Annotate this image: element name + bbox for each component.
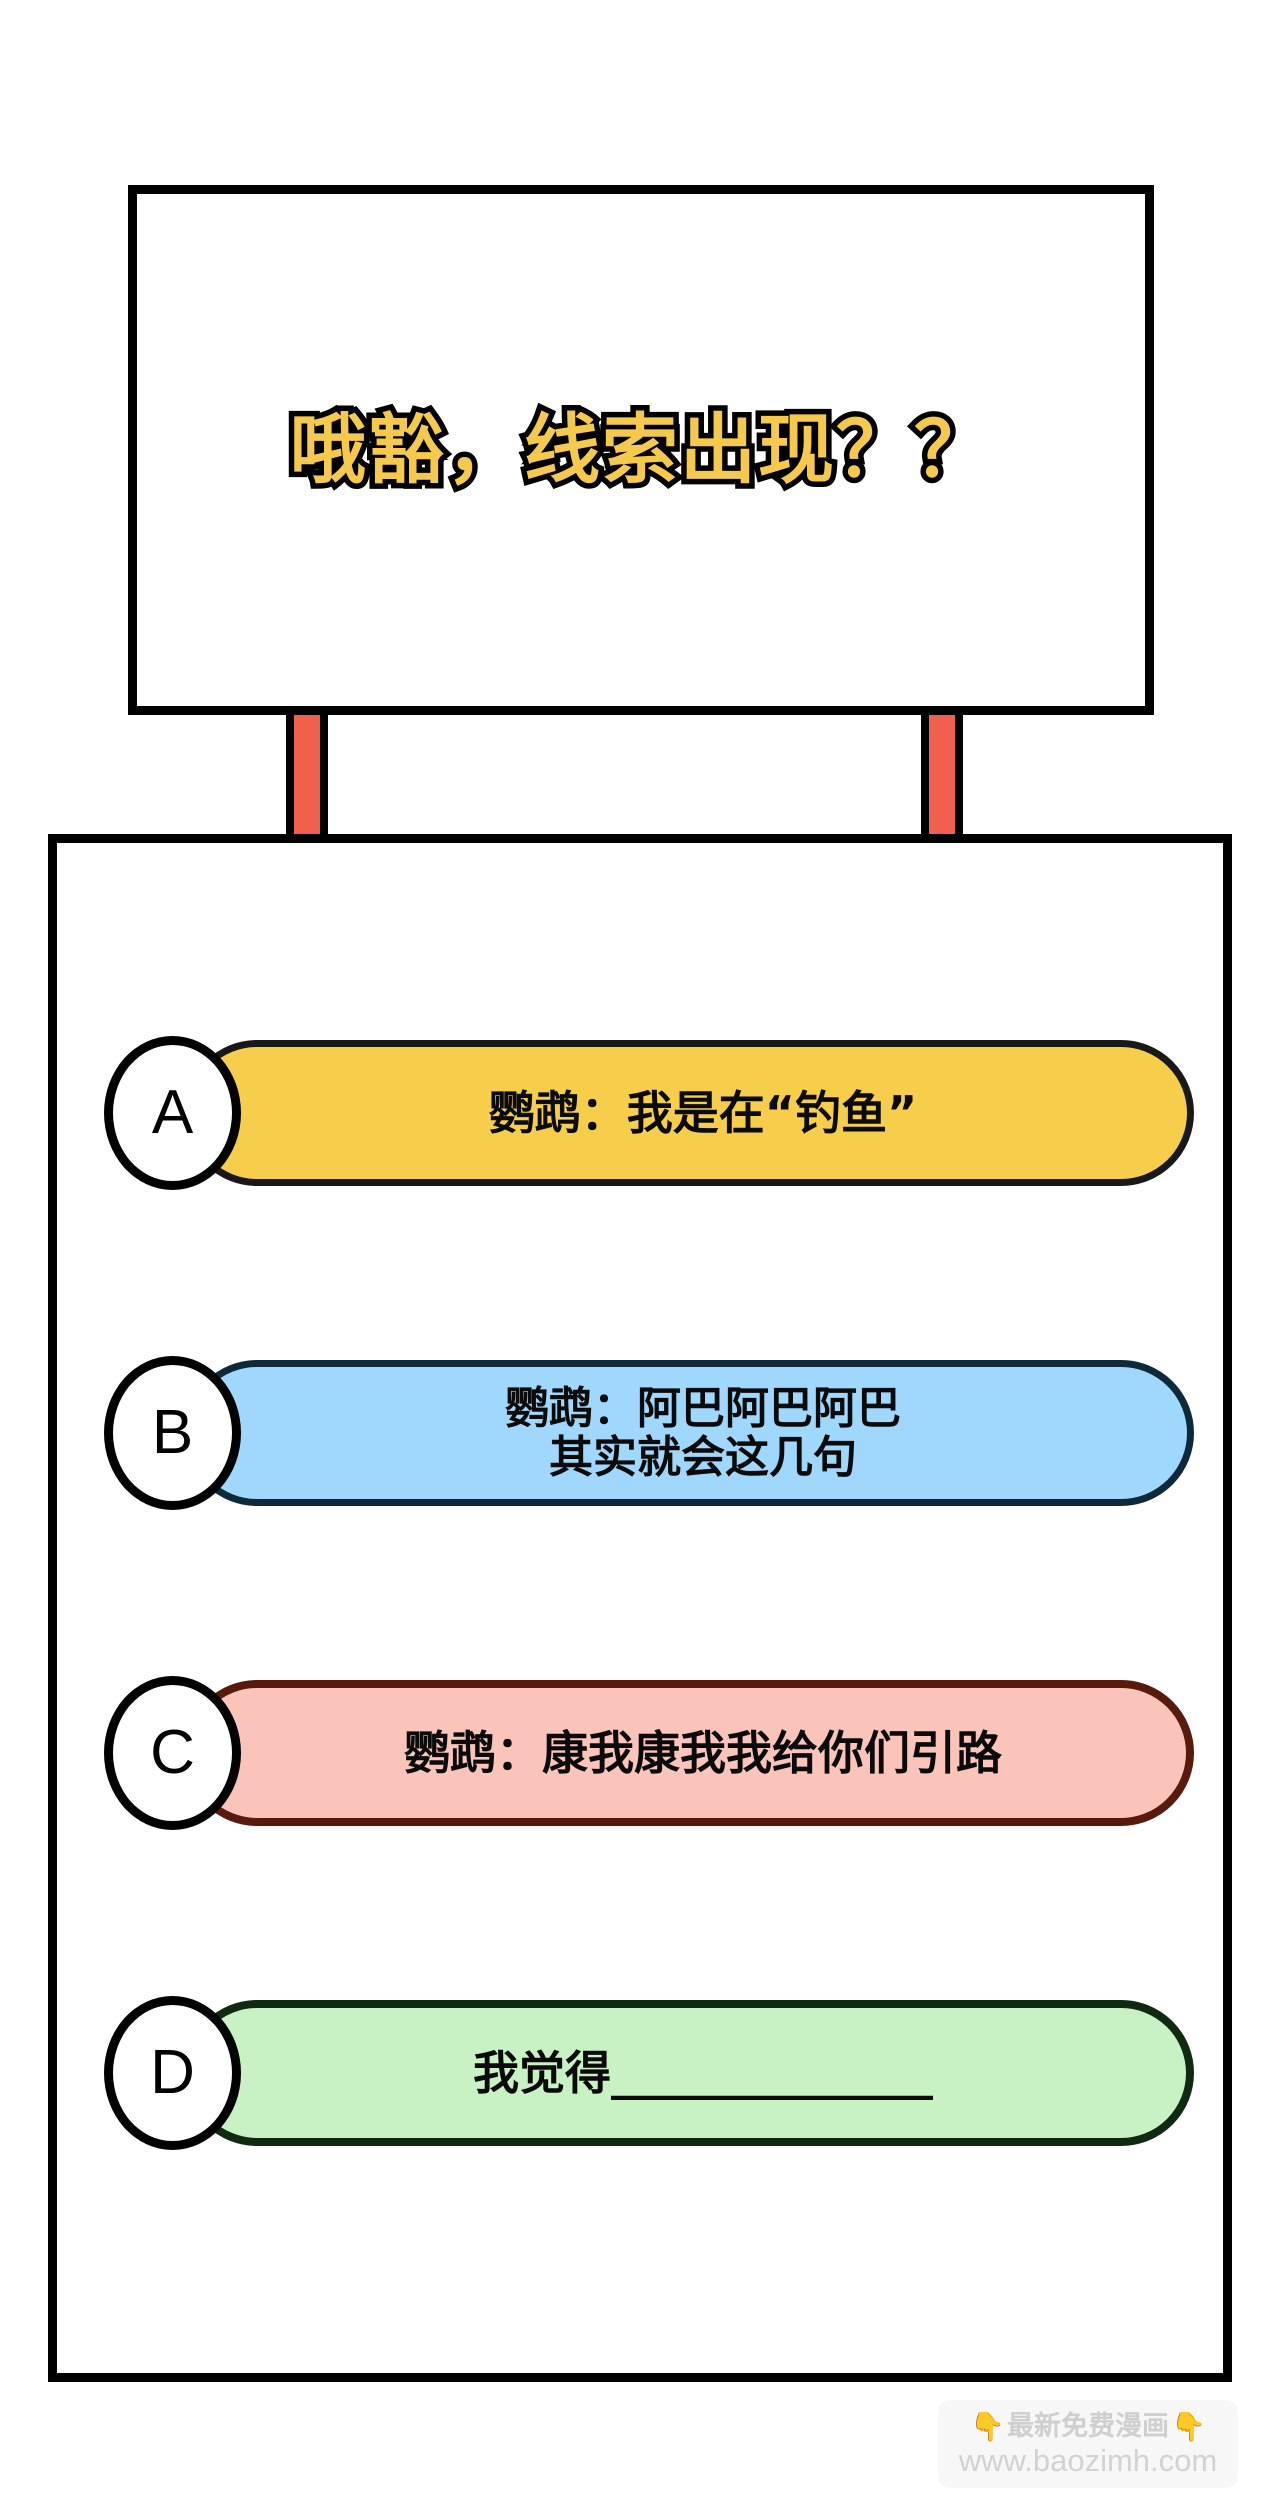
pointing-down-hand-icon-right: 👇 (1171, 2409, 1206, 2443)
option-letter-circle-b[interactable]: B (104, 1356, 241, 1510)
option-row-b[interactable]: 鹦鹉：阿巴阿巴阿巴 其实就会这几句 B (104, 1356, 1194, 1510)
option-pill-d[interactable]: 我觉得______________ (184, 2000, 1194, 2146)
watermark: 👇 最新免费漫画 👇 www.baozimh.com (938, 2400, 1238, 2488)
option-row-c[interactable]: 鹦鹉：康我康我我给你们引路 C (104, 1676, 1194, 1830)
option-label-b: 鹦鹉：阿巴阿巴阿巴 其实就会这几句 (505, 1382, 901, 1483)
banner-title: 哦豁，线索出现？？ (285, 405, 996, 494)
option-pill-a[interactable]: 鹦鹉：我是在“钓鱼” (184, 1040, 1194, 1186)
option-letter-circle-a[interactable]: A (104, 1036, 241, 1190)
option-letter-c: C (150, 1718, 195, 1787)
watermark-text: 最新免费漫画 (1007, 2411, 1169, 2442)
option-label-c: 鹦鹉：康我康我我给你们引路 (404, 1725, 1002, 1780)
options-panel: 鹦鹉：我是在“钓鱼” A 鹦鹉：阿巴阿巴阿巴 其实就会这几句 B 鹦鹉：康我康我… (48, 834, 1232, 2382)
option-label-d: 我觉得______________ (473, 2045, 933, 2100)
option-letter-d: D (150, 2038, 195, 2107)
option-label-a: 鹦鹉：我是在“钓鱼” (488, 1085, 918, 1140)
watermark-headline: 👇 最新免费漫画 👇 (970, 2409, 1206, 2443)
watermark-url: www.baozimh.com (958, 2442, 1218, 2478)
connector-leg-right (921, 706, 963, 838)
option-pill-c[interactable]: 鹦鹉：康我康我我给你们引路 (184, 1680, 1194, 1826)
connector-leg-left (286, 706, 328, 838)
option-letter-circle-c[interactable]: C (104, 1676, 241, 1830)
title-banner: 哦豁，线索出现？？ (128, 185, 1154, 715)
option-pill-b[interactable]: 鹦鹉：阿巴阿巴阿巴 其实就会这几句 (184, 1360, 1194, 1506)
option-row-a[interactable]: 鹦鹉：我是在“钓鱼” A (104, 1036, 1194, 1190)
option-letter-a: A (151, 1078, 194, 1147)
option-letter-b: B (151, 1398, 194, 1467)
pointing-down-hand-icon-left: 👇 (970, 2409, 1005, 2443)
option-letter-circle-d[interactable]: D (104, 1996, 241, 2150)
option-row-d[interactable]: 我觉得______________ D (104, 1996, 1194, 2150)
